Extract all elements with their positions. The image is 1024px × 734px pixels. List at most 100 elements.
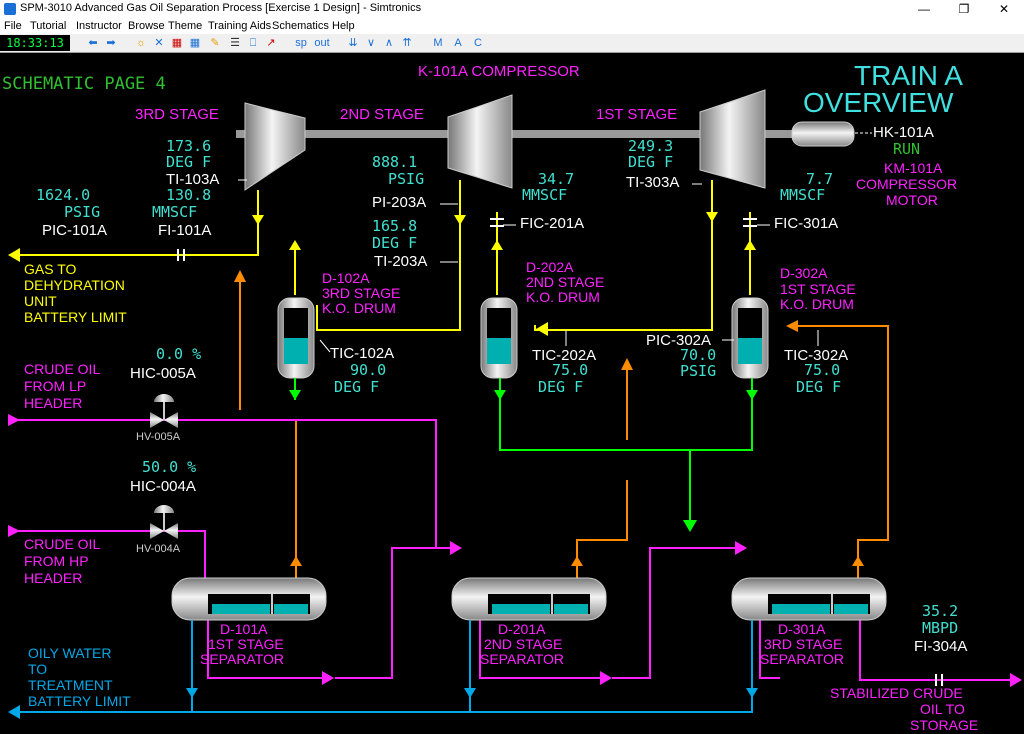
pi203a-unit: PSIG — [388, 170, 425, 188]
stab-crude-label-1: STABILIZED CRUDE — [830, 685, 963, 701]
gas-dehy-label-4: BATTERY LIMIT — [24, 309, 127, 325]
crude-hp-label-1: CRUDE OIL — [24, 536, 101, 552]
km101a-label-3: MOTOR — [886, 192, 938, 208]
stage-2-label: 2ND STAGE — [340, 106, 424, 123]
pi203a-value: 888.1 — [372, 153, 418, 171]
double-up-icon[interactable]: ⇈ — [402, 37, 412, 49]
cascade-button[interactable]: C — [474, 37, 482, 49]
menu-schematics[interactable]: Schematics — [272, 20, 329, 32]
pic101a-tag[interactable]: PIC-101A — [42, 222, 108, 239]
gas-dehy-label-2: DEHYDRATION — [24, 277, 125, 293]
fi304a-tag[interactable]: FI-304A — [914, 638, 968, 655]
fi101a-unit: MMSCF — [152, 203, 198, 221]
stage-1-label: 1ST STAGE — [596, 106, 678, 123]
separator-d201a — [451, 577, 607, 621]
d101a-label-3: SEPARATOR — [200, 651, 285, 667]
d102a-label-1: D-102A — [322, 270, 370, 286]
ti303a-unit: DEG F — [628, 153, 674, 171]
compressor-stage-2 — [447, 94, 513, 189]
fi304a-value: 35.2 — [922, 602, 959, 620]
crude-hp-label-3: HEADER — [24, 570, 83, 586]
menu-help[interactable]: Help — [332, 20, 355, 32]
setpoint-button[interactable]: sp — [295, 37, 307, 49]
tic202a-unit: DEG F — [538, 378, 584, 396]
gas-dehy-label-1: GAS TO — [24, 261, 77, 277]
back-arrow-icon[interactable]: ⬅ — [88, 37, 98, 49]
crude-lp-label-1: CRUDE OIL — [24, 361, 101, 377]
pic101a-value: 1624.0 — [36, 186, 91, 204]
pi203a-tag[interactable]: PI-203A — [372, 194, 427, 211]
freeze-icon[interactable]: ✕ — [154, 37, 164, 49]
d202a-label-1: D-202A — [526, 259, 574, 275]
fic201a-tag[interactable]: FIC-201A — [520, 215, 585, 232]
separator-d101a — [171, 577, 327, 621]
hic004a-value: 50.0 % — [142, 458, 197, 476]
ti303a-tag[interactable]: TI-303A — [626, 174, 680, 191]
auto-button[interactable]: A — [454, 37, 462, 49]
menu-browse[interactable]: Browse — [128, 20, 165, 32]
title-line-1: TRAIN A — [854, 60, 963, 91]
pic302a-unit: PSIG — [680, 362, 717, 380]
output-button[interactable]: out — [314, 37, 330, 49]
tic202a-value: 75.0 — [552, 361, 589, 379]
manual-button[interactable]: M — [433, 37, 443, 49]
close-icon[interactable]: ✕ — [998, 2, 1010, 16]
km101a-label-2: COMPRESSOR — [856, 176, 958, 192]
tic102a-tag[interactable]: TIC-102A — [330, 345, 395, 362]
maximize-icon[interactable]: ❐ — [958, 2, 970, 16]
ti303a-value: 249.3 — [628, 137, 674, 155]
d302a-label-1: D-302A — [780, 265, 828, 281]
fi101a-tag[interactable]: FI-101A — [158, 222, 212, 239]
hk101a-tag[interactable]: HK-101A — [873, 124, 934, 141]
up-icon[interactable]: ∧ — [384, 37, 394, 49]
forward-arrow-icon[interactable]: ➡ — [106, 37, 116, 49]
hic004a-tag[interactable]: HIC-004A — [130, 478, 196, 495]
menu-theme[interactable]: Theme — [168, 20, 203, 32]
fic301a-tag[interactable]: FIC-301A — [774, 215, 839, 232]
minimize-icon[interactable]: — — [918, 2, 930, 16]
list-icon[interactable]: ☰ — [230, 37, 240, 49]
hk101a-status: RUN — [893, 140, 921, 158]
pic302a-tag[interactable]: PIC-302A — [646, 332, 712, 349]
title-bar: SPM-3010 Advanced Gas Oil Separation Pro… — [0, 0, 1024, 18]
tic302a-unit: DEG F — [796, 378, 842, 396]
d301a-label-3: SEPARATOR — [760, 651, 845, 667]
compressor-stage-1 — [699, 89, 766, 189]
tic102a-unit: DEG F — [334, 378, 380, 396]
compressor-label: K-101A COMPRESSOR — [418, 63, 580, 80]
d201a-label-3: SEPARATOR — [480, 651, 565, 667]
d301a-label-2: 3RD STAGE — [764, 636, 843, 652]
bar-chart-icon[interactable]: ▦ — [171, 37, 183, 49]
sun-icon[interactable]: ☼ — [135, 37, 147, 49]
sim-clock: 18:33:13 — [0, 35, 70, 51]
d202a-label-2: 2ND STAGE — [526, 274, 605, 290]
process-schematic — [8, 89, 1022, 719]
grid-icon[interactable]: ▦ — [189, 37, 201, 49]
d301a-label-1: D-301A — [778, 621, 826, 637]
oily-water-label-3: TREATMENT — [28, 677, 113, 693]
d201a-label-1: D-201A — [498, 621, 546, 637]
window-title: SPM-3010 Advanced Gas Oil Separation Pro… — [20, 2, 422, 14]
tic202a-tag[interactable]: TIC-202A — [532, 347, 597, 364]
double-down-icon[interactable]: ⇊ — [348, 37, 358, 49]
menu-bar: File Tutorial Instructor Browse Theme Tr… — [0, 18, 1024, 34]
pencil-icon[interactable]: ✎ — [210, 37, 220, 49]
ti103a-value: 173.6 — [166, 137, 212, 155]
ti203a-tag[interactable]: TI-203A — [374, 253, 428, 270]
hic005a-tag[interactable]: HIC-005A — [130, 365, 196, 382]
valve-hv004a — [150, 505, 178, 539]
d102a-label-3: K.O. DRUM — [322, 300, 396, 316]
ko-drum-d302a — [731, 297, 769, 379]
menu-file[interactable]: File — [4, 20, 22, 32]
menu-instructor[interactable]: Instructor — [76, 20, 122, 32]
page-label: SCHEMATIC PAGE 4 — [2, 74, 166, 94]
pic302a-value: 70.0 — [680, 346, 717, 364]
fic301a-unit: MMSCF — [780, 186, 826, 204]
ti103a-tag[interactable]: TI-103A — [166, 171, 220, 188]
connector-icon[interactable]: ⎕ — [249, 37, 257, 49]
menu-tutorial[interactable]: Tutorial — [30, 20, 67, 32]
down-icon[interactable]: ∨ — [366, 37, 376, 49]
menu-training-aids[interactable]: Training Aids — [208, 20, 272, 32]
tic302a-tag[interactable]: TIC-302A — [784, 347, 849, 364]
trend-icon[interactable]: ↗ — [266, 37, 276, 49]
